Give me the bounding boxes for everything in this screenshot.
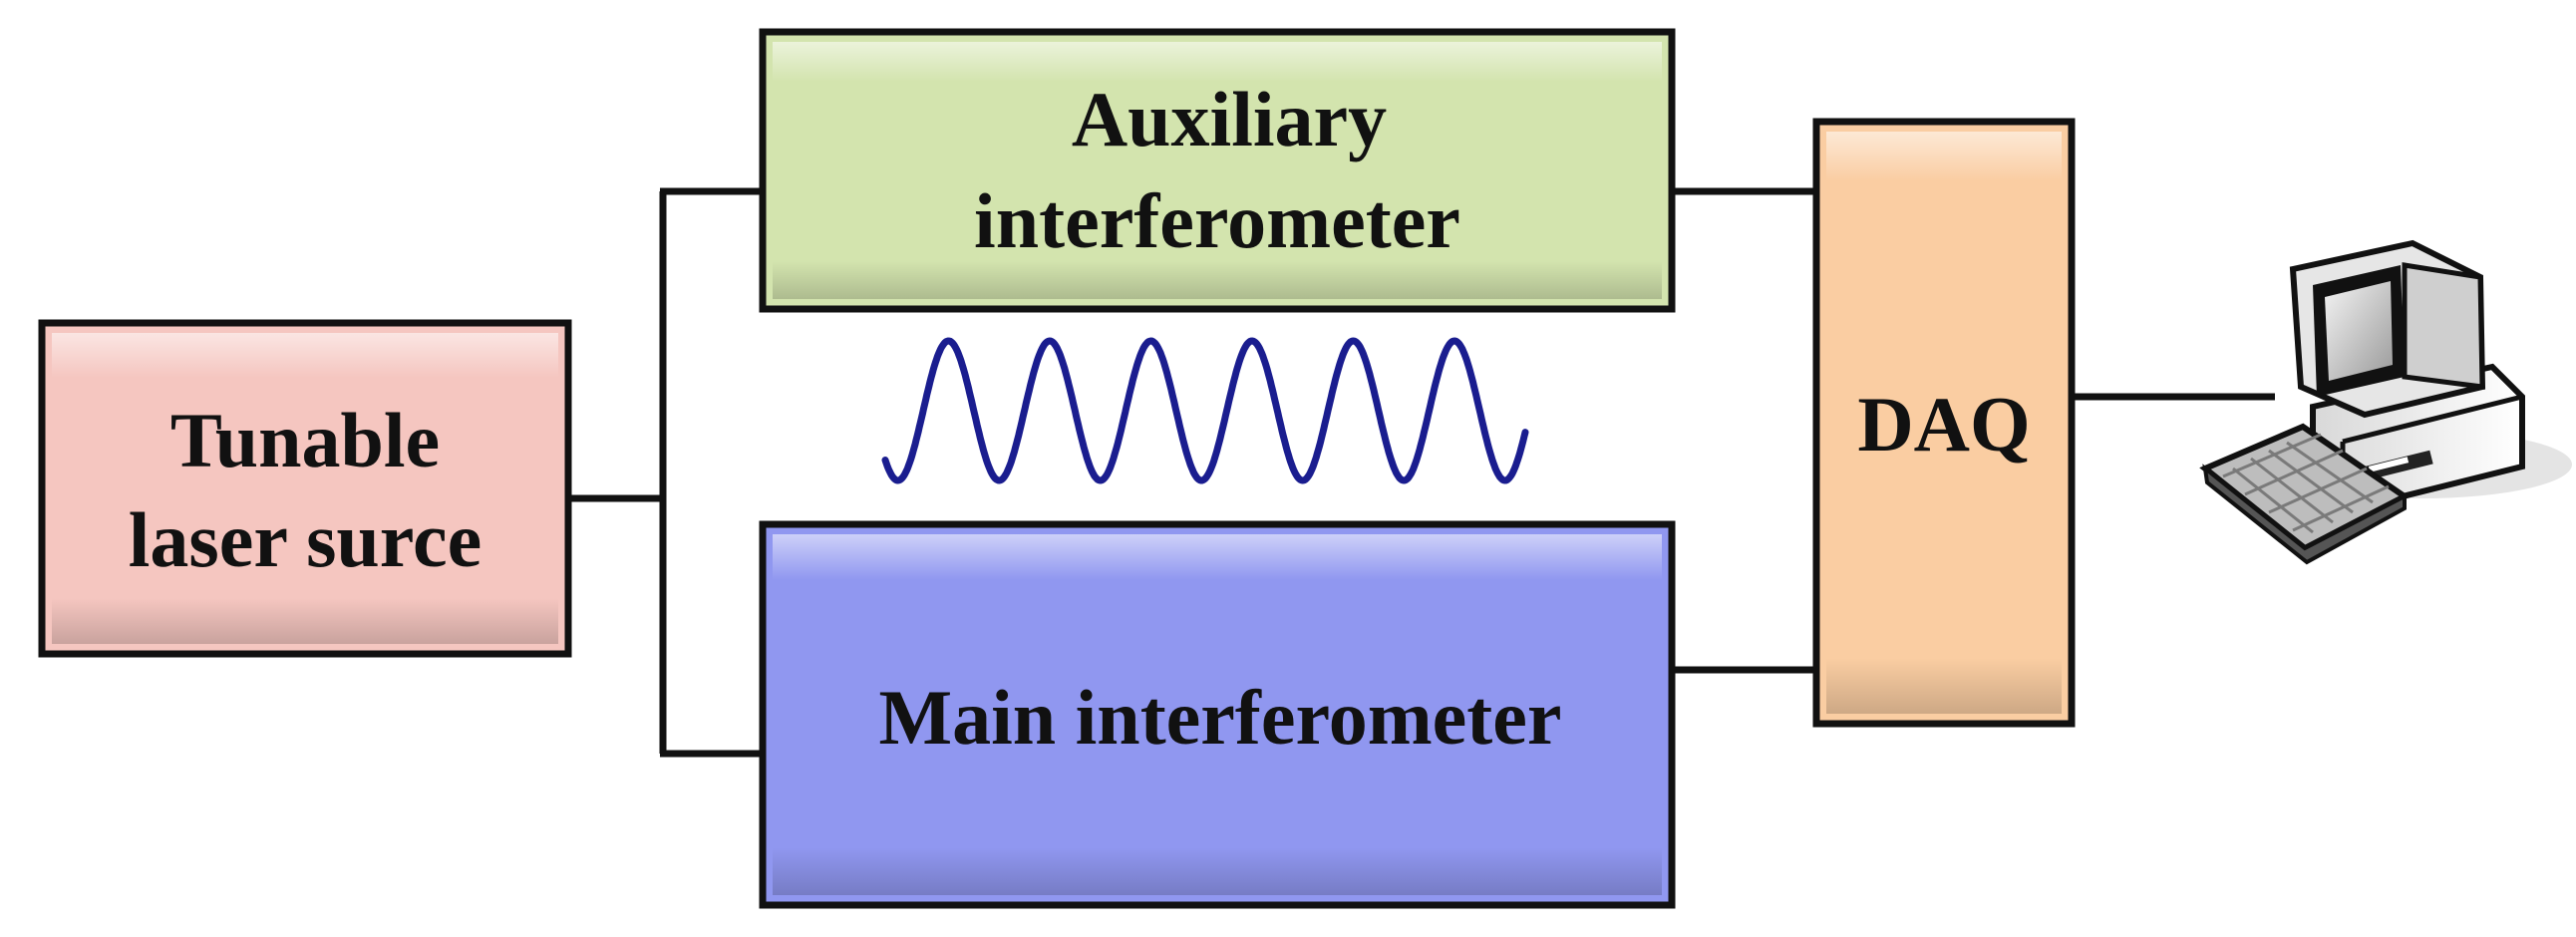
laser-bevel-bottom <box>52 598 558 644</box>
drive-slot <box>2362 450 2433 481</box>
laser-source-block: Tunable laser surce <box>38 319 572 658</box>
laser-label-line2: laser surce <box>129 496 483 583</box>
monitor-side <box>2402 262 2485 390</box>
daq-block: DAQ <box>1812 118 2076 728</box>
main-interferometer-box <box>759 520 1676 909</box>
desktop-computer-icon <box>2199 239 2572 565</box>
keyboard-edge <box>2202 464 2407 565</box>
keyboard-keys <box>2222 433 2390 534</box>
main-label: Main interferometer <box>878 674 1561 761</box>
daq-box <box>1812 118 2076 728</box>
main-bevel-top <box>773 534 1662 580</box>
auxiliary-interferometer-block: Auxiliary interferometer <box>759 28 1676 313</box>
drive-slot-light <box>2368 457 2410 472</box>
aux-bevel-bottom <box>773 261 1662 299</box>
sine-wave-signal <box>881 337 1529 484</box>
aux-label-line2: interferometer <box>974 177 1460 264</box>
laser-bevel-top <box>52 333 558 378</box>
monitor-screen <box>2325 281 2393 381</box>
daq-bevel-top <box>1826 132 2062 181</box>
aux-bevel-top <box>773 42 1662 82</box>
main-interferometer-block: Main interferometer <box>759 520 1676 909</box>
laser-label-line1: Tunable <box>170 397 440 483</box>
daq-bevel-bottom <box>1826 658 2062 714</box>
aux-label-line1: Auxiliary <box>1072 76 1387 162</box>
daq-label: DAQ <box>1857 381 2030 468</box>
main-bevel-bottom <box>773 847 1662 895</box>
connectors <box>570 187 2275 758</box>
